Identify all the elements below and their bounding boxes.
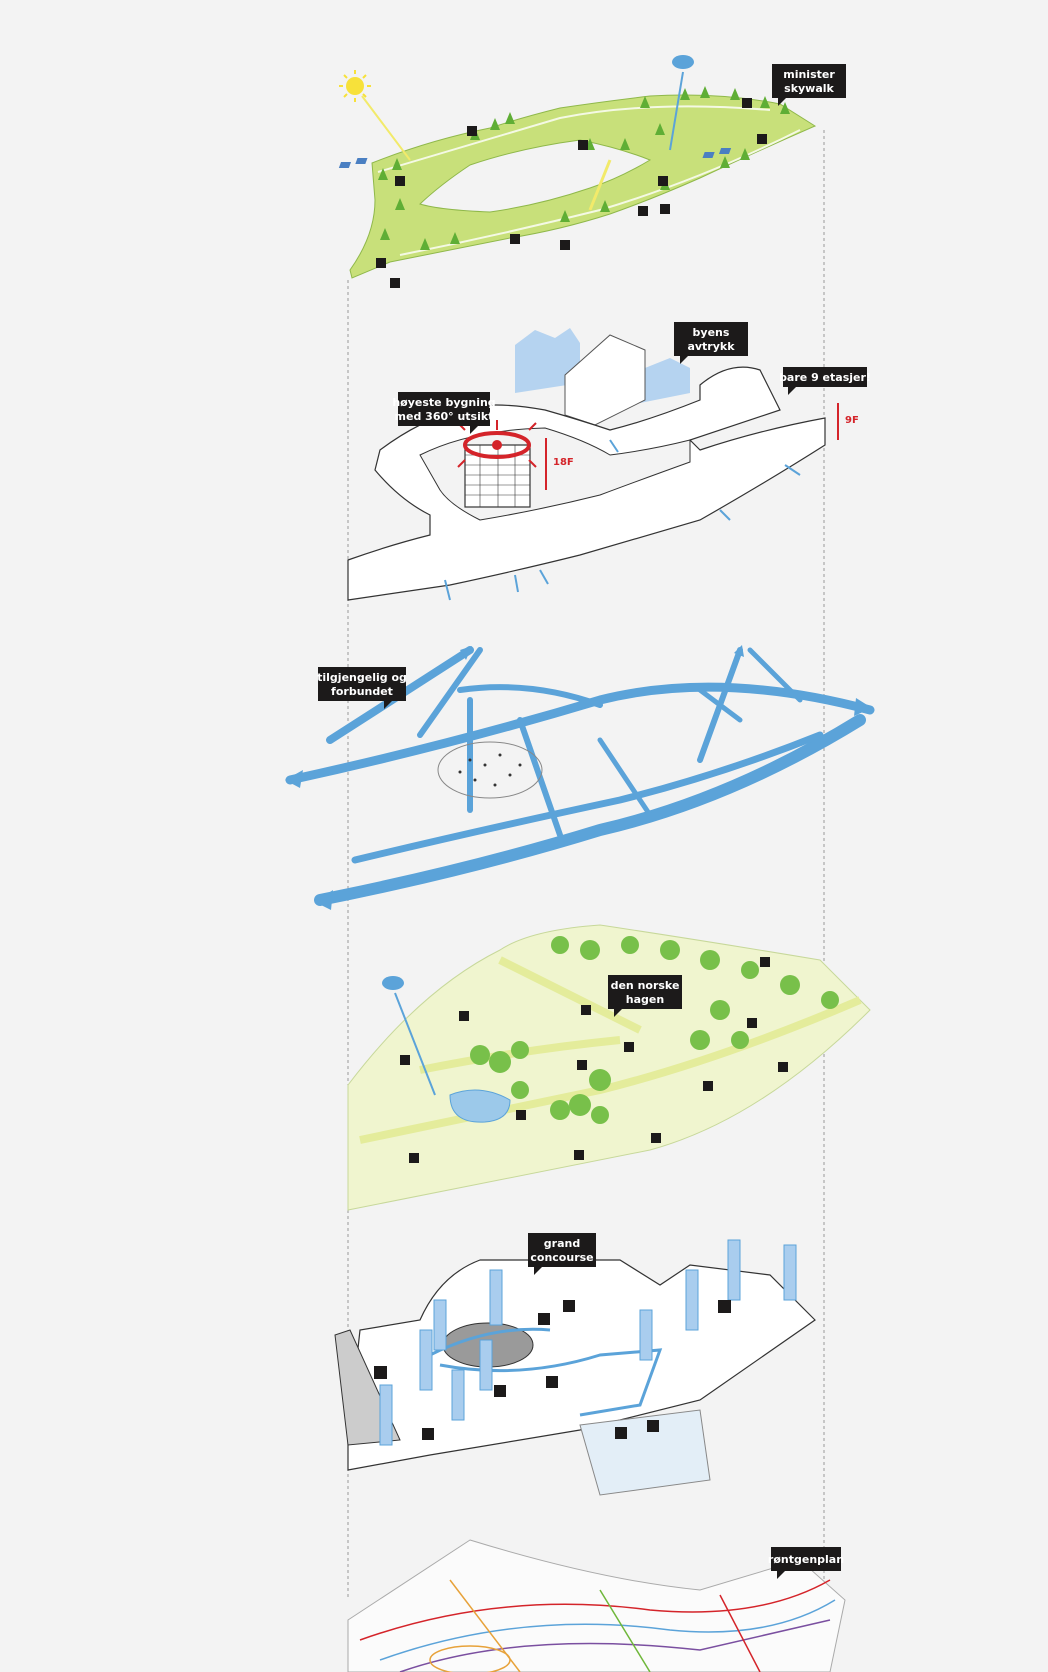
layer-garden: den norske hagen bbox=[347, 924, 871, 1211]
skywalk-inner-void bbox=[419, 139, 652, 213]
layer-rontgenplan: røntgenplan bbox=[347, 1539, 846, 1672]
ghost-buildings bbox=[515, 328, 690, 403]
svg-text:skywalk: skywalk bbox=[784, 82, 834, 95]
concourse-outline bbox=[347, 1259, 816, 1471]
label-grand-concourse: grand concourse bbox=[528, 1233, 596, 1275]
street-network bbox=[285, 646, 875, 906]
svg-text:forbundet: forbundet bbox=[331, 685, 393, 698]
concourse-pictograms bbox=[374, 1300, 731, 1440]
layer-minister-skywalk: minister skywalk bbox=[338, 55, 846, 288]
svg-text:bare 9 etasjer!: bare 9 etasjer! bbox=[779, 371, 871, 384]
garden-base bbox=[347, 924, 871, 1211]
sun-ray-center bbox=[588, 159, 612, 211]
plaza-crowd bbox=[437, 741, 543, 799]
label-den-norske-hagen: den norske hagen bbox=[608, 975, 682, 1017]
svg-text:minister: minister bbox=[783, 68, 835, 81]
label-hoyeste-bygning: høyeste bygning med 360° utsikt bbox=[392, 392, 496, 434]
layer-connections: tilgjengelig og forbundet bbox=[285, 645, 875, 910]
layer-grand-concourse: grand concourse bbox=[334, 1233, 816, 1496]
svg-text:avtrykk: avtrykk bbox=[687, 340, 735, 353]
svg-text:røntgenplan: røntgenplan bbox=[768, 1553, 844, 1566]
pond bbox=[449, 1089, 511, 1123]
rain-cloud-icon bbox=[382, 976, 436, 1096]
view-arrows bbox=[444, 439, 801, 601]
height-18f: 18F bbox=[553, 457, 574, 468]
label-byens-avtrykk: byens avtrykk bbox=[674, 322, 748, 364]
rain-cloud-icon bbox=[669, 55, 694, 151]
svg-text:høyeste bygning: høyeste bygning bbox=[392, 396, 495, 409]
arrowheads bbox=[285, 645, 872, 910]
landmark-building bbox=[564, 334, 646, 426]
concourse-plaza bbox=[579, 1409, 711, 1496]
skywalk-trees bbox=[378, 86, 790, 250]
height-9f: 9F bbox=[845, 415, 859, 426]
skywalk-pictograms bbox=[376, 98, 767, 288]
sun-ray bbox=[361, 95, 411, 161]
solar-panels bbox=[338, 148, 732, 168]
xray-lines bbox=[359, 1579, 836, 1672]
sun-icon bbox=[339, 70, 371, 102]
svg-text:byens: byens bbox=[693, 326, 730, 339]
label-bare-9-etasjer: bare 9 etasjer! bbox=[779, 367, 871, 395]
svg-text:med 360° utsikt: med 360° utsikt bbox=[395, 410, 494, 423]
label-rontgenplan: røntgenplan bbox=[768, 1547, 844, 1579]
label-tilgjengelig: tilgjengelig og forbundet bbox=[317, 667, 407, 709]
layer-buildings: 18F 9F byens avtrykk bare 9 etasjer! høy… bbox=[347, 322, 871, 601]
svg-text:grand: grand bbox=[544, 1237, 580, 1250]
svg-text:concourse: concourse bbox=[530, 1251, 593, 1264]
svg-text:den norske: den norske bbox=[611, 979, 680, 992]
garden-trees bbox=[470, 936, 839, 1124]
svg-text:tilgjengelig og: tilgjengelig og bbox=[317, 671, 407, 684]
svg-text:hagen: hagen bbox=[626, 993, 664, 1006]
label-minister-skywalk: minister skywalk bbox=[772, 64, 846, 106]
vertical-cores bbox=[379, 1239, 797, 1446]
skywalk-walkway bbox=[377, 105, 801, 256]
crowd-dots bbox=[458, 753, 522, 787]
eye-icon bbox=[457, 420, 537, 468]
garden-pictograms bbox=[400, 957, 788, 1163]
